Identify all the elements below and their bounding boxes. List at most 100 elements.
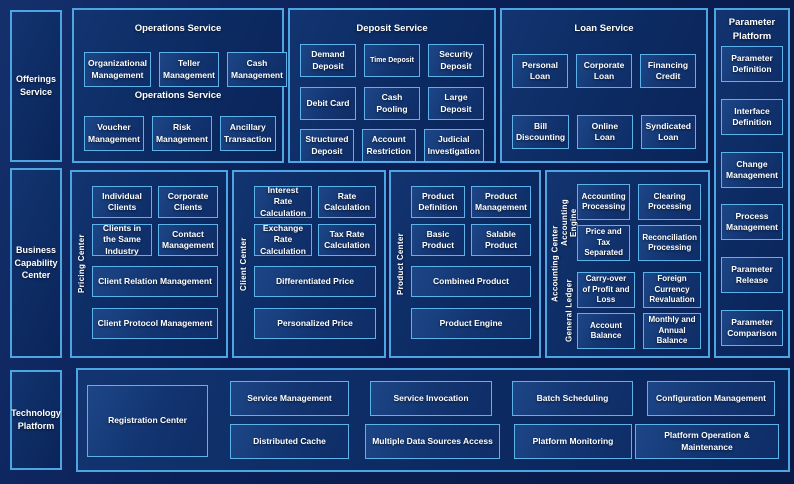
general-ledger-group: General Ledger Carry-over of Profit and … bbox=[563, 272, 701, 349]
product-center-content: Product Definition Product Management Ba… bbox=[411, 186, 531, 347]
box-parameter-comparison: Parameter Comparison bbox=[721, 309, 783, 346]
box-batch-scheduling: Batch Scheduling bbox=[512, 381, 633, 416]
box-time-deposit: Time Deposit bbox=[364, 44, 420, 77]
box-salable-product: Salable Product bbox=[471, 224, 531, 256]
sidebar-business-capability-center: Business Capability Center bbox=[10, 168, 62, 358]
box-client-protocol-management: Client Protocol Management bbox=[92, 308, 218, 339]
box-online-loan: Online Loan bbox=[577, 115, 633, 149]
box-clients-same-industry: Clients in the Same Industry bbox=[92, 223, 152, 256]
box-account-restriction: Account Restriction bbox=[361, 129, 416, 162]
box-product-engine: Product Engine bbox=[411, 308, 531, 339]
product-center-panel: Product Center Product Definition Produc… bbox=[389, 170, 541, 358]
box-financing-credit: Financing Credit bbox=[640, 54, 696, 88]
box-rate-calculation: Rate Calculation bbox=[318, 186, 376, 218]
box-basic-product: Basic Product bbox=[411, 224, 466, 256]
offerings-service-label: Offerings Service bbox=[15, 74, 56, 97]
operations-service-panel: Operations Service Organizational Manage… bbox=[72, 8, 287, 163]
operations-service-mid-title: Operations Service bbox=[134, 90, 222, 101]
box-monthly-annual-balance: Monthly and Annual Balance bbox=[643, 313, 701, 349]
deposit-row-1: Demand Deposit Time Deposit Security Dep… bbox=[300, 44, 484, 77]
accounting-engine-group: Accounting Engine Accounting Processing … bbox=[560, 184, 701, 261]
client-center-grid: Interest Rate Calculation Rate Calculati… bbox=[254, 185, 376, 256]
parameter-platform-title: Parameter Platform bbox=[728, 17, 776, 43]
loan-service-title: Loan Service bbox=[574, 23, 634, 34]
box-carry-over-profit-loss: Carry-over of Profit and Loss bbox=[577, 272, 635, 308]
box-syndicated-loan: Syndicated Loan bbox=[640, 115, 697, 149]
box-voucher-management: Voucher Management bbox=[84, 116, 144, 151]
box-ancillary-transaction: Ancillary Transaction bbox=[219, 116, 276, 151]
box-account-balance: Account Balance bbox=[577, 313, 635, 349]
deposit-row-2: Debit Card Cash Pooling Large Deposit bbox=[300, 87, 484, 120]
box-bill-discounting: Bill Discounting bbox=[512, 115, 570, 149]
loan-row-2: Bill Discounting Online Loan Syndicated … bbox=[512, 115, 697, 149]
box-combined-product: Combined Product bbox=[411, 266, 531, 297]
box-exchange-rate-calculation: Exchange Rate Calculation bbox=[254, 223, 312, 256]
box-accounting-processing: Accounting Processing bbox=[577, 184, 631, 220]
pricing-center-grid: Individual Clients Corporate Clients Cli… bbox=[92, 186, 218, 256]
box-process-management: Process Management bbox=[721, 204, 783, 241]
client-center-content: Interest Rate Calculation Rate Calculati… bbox=[254, 185, 376, 347]
box-cash-pooling: Cash Pooling bbox=[364, 87, 420, 120]
box-organizational-management: Organizational Management bbox=[84, 52, 152, 87]
general-ledger-grid: Carry-over of Profit and Loss Foreign Cu… bbox=[577, 272, 701, 349]
box-configuration-management: Configuration Management bbox=[647, 381, 775, 416]
box-debit-card: Debit Card bbox=[300, 87, 356, 120]
pricing-center-label: Pricing Center bbox=[77, 234, 86, 294]
box-price-and-tax-separated: Price and Tax Separated bbox=[577, 225, 631, 261]
box-judicial-investigation: Judicial Investigation bbox=[423, 129, 485, 162]
box-interface-definition: Interface Definition bbox=[721, 98, 783, 135]
loan-row-1: Personal Loan Corporate Loan Financing C… bbox=[512, 54, 696, 88]
box-corporate-loan: Corporate Loan bbox=[576, 54, 632, 88]
box-structured-deposit: Structured Deposit bbox=[300, 129, 354, 162]
sidebar-offerings-service: Offerings Service bbox=[10, 10, 62, 162]
box-personal-loan: Personal Loan bbox=[512, 54, 568, 88]
client-center-label: Client Center bbox=[239, 237, 248, 291]
box-distributed-cache: Distributed Cache bbox=[230, 424, 349, 459]
box-change-management: Change Management bbox=[721, 151, 783, 188]
operations-service-title: Operations Service bbox=[134, 23, 222, 34]
loan-service-panel: Loan Service Personal Loan Corporate Loa… bbox=[500, 8, 708, 163]
box-platform-operation-maintenance: Platform Operation & Maintenance bbox=[635, 424, 779, 459]
box-reconciliation-processing: Reconciliation Processing bbox=[638, 225, 701, 261]
box-large-deposit: Large Deposit bbox=[428, 87, 484, 120]
box-individual-clients: Individual Clients bbox=[92, 186, 152, 218]
box-differentiated-price: Differentiated Price bbox=[254, 266, 376, 297]
operations-row-1: Organizational Management Teller Managem… bbox=[84, 52, 287, 87]
parameter-platform-items: Parameter Definition Interface Definitio… bbox=[721, 46, 783, 346]
box-tax-rate-calculation: Tax Rate Calculation bbox=[318, 224, 376, 256]
box-security-deposit: Security Deposit bbox=[428, 44, 484, 77]
box-demand-deposit: Demand Deposit bbox=[300, 44, 356, 77]
box-foreign-currency-revaluation: Foreign Currency Revaluation bbox=[643, 272, 701, 308]
box-service-invocation: Service Invocation bbox=[370, 381, 492, 416]
box-platform-monitoring: Platform Monitoring bbox=[514, 424, 632, 459]
product-center-grid: Product Definition Product Management Ba… bbox=[411, 186, 531, 256]
box-teller-management: Teller Management bbox=[159, 52, 219, 87]
box-interest-rate-calculation: Interest Rate Calculation bbox=[254, 185, 312, 218]
box-product-management: Product Management bbox=[471, 186, 531, 218]
box-contact-management: Contact Management bbox=[158, 224, 218, 256]
technology-platform-panel: Registration Center Service Management S… bbox=[76, 368, 790, 472]
box-cash-management: Cash Management bbox=[227, 52, 287, 87]
general-ledger-label: General Ledger bbox=[564, 279, 574, 342]
parameter-platform-panel: Parameter Platform Parameter Definition … bbox=[714, 8, 790, 358]
box-risk-management: Risk Management bbox=[151, 116, 212, 151]
pricing-center-panel: Pricing Center Individual Clients Corpor… bbox=[70, 170, 228, 358]
box-parameter-definition: Parameter Definition bbox=[721, 46, 783, 82]
box-personalized-price: Personalized Price bbox=[254, 308, 376, 339]
sidebar-technology-platform: Technology Platform bbox=[10, 370, 62, 470]
box-service-management: Service Management bbox=[230, 381, 349, 416]
deposit-service-title: Deposit Service bbox=[356, 23, 428, 34]
accounting-engine-grid: Accounting Processing Clearing Processin… bbox=[577, 184, 701, 261]
box-clearing-processing: Clearing Processing bbox=[638, 184, 701, 220]
accounting-engine-label: Accounting Engine bbox=[560, 199, 578, 246]
client-center-panel: Client Center Interest Rate Calculation … bbox=[232, 170, 386, 358]
accounting-groups: Accounting Engine Accounting Processing … bbox=[560, 184, 701, 349]
box-client-relation-management: Client Relation Management bbox=[92, 266, 218, 297]
box-parameter-release: Parameter Release bbox=[721, 257, 783, 294]
operations-row-2: Voucher Management Risk Management Ancil… bbox=[84, 116, 276, 151]
box-corporate-clients: Corporate Clients bbox=[158, 186, 218, 218]
box-registration-center: Registration Center bbox=[87, 385, 208, 457]
technology-platform-label: Technology Platform bbox=[11, 408, 61, 431]
accounting-center-panel: Accounting Center Accounting Engine Acco… bbox=[545, 170, 710, 358]
box-product-definition: Product Definition bbox=[411, 186, 466, 218]
